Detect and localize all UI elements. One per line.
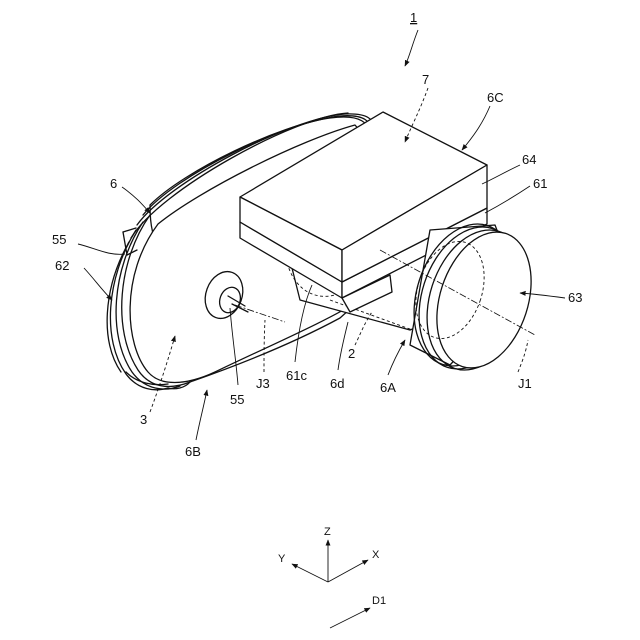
label-J3: J3 <box>256 376 270 391</box>
label-6: 6 <box>110 176 117 191</box>
label-55-top: 55 <box>52 232 66 247</box>
label-6A: 6A <box>380 380 396 395</box>
label-7: 7 <box>422 72 429 87</box>
label-62: 62 <box>55 258 69 273</box>
device-assembly <box>107 112 547 390</box>
label-6B: 6B <box>185 444 201 459</box>
label-63: 63 <box>568 290 582 305</box>
direction-d1: D1 <box>330 595 386 628</box>
d1-arrow <box>330 608 370 628</box>
label-2: 2 <box>348 346 355 361</box>
axis-label-x: X <box>372 549 380 561</box>
label-3: 3 <box>140 412 147 427</box>
label-6C: 6C <box>487 90 504 105</box>
x-axis-arrow <box>328 560 368 582</box>
label-J1: J1 <box>518 376 532 391</box>
direction-label-d1: D1 <box>372 595 386 607</box>
label-64: 64 <box>522 152 536 167</box>
label-55-bottom: 55 <box>230 392 244 407</box>
y-axis-arrow <box>292 564 328 582</box>
label-61: 61 <box>533 176 547 191</box>
label-61c: 61c <box>286 368 307 383</box>
coordinate-axes: Z Y X <box>278 526 380 582</box>
axis-label-y: Y <box>278 553 286 565</box>
label-6d: 6d <box>330 376 344 391</box>
label-1: 1 <box>410 10 417 25</box>
axis-label-z: Z <box>324 526 331 538</box>
